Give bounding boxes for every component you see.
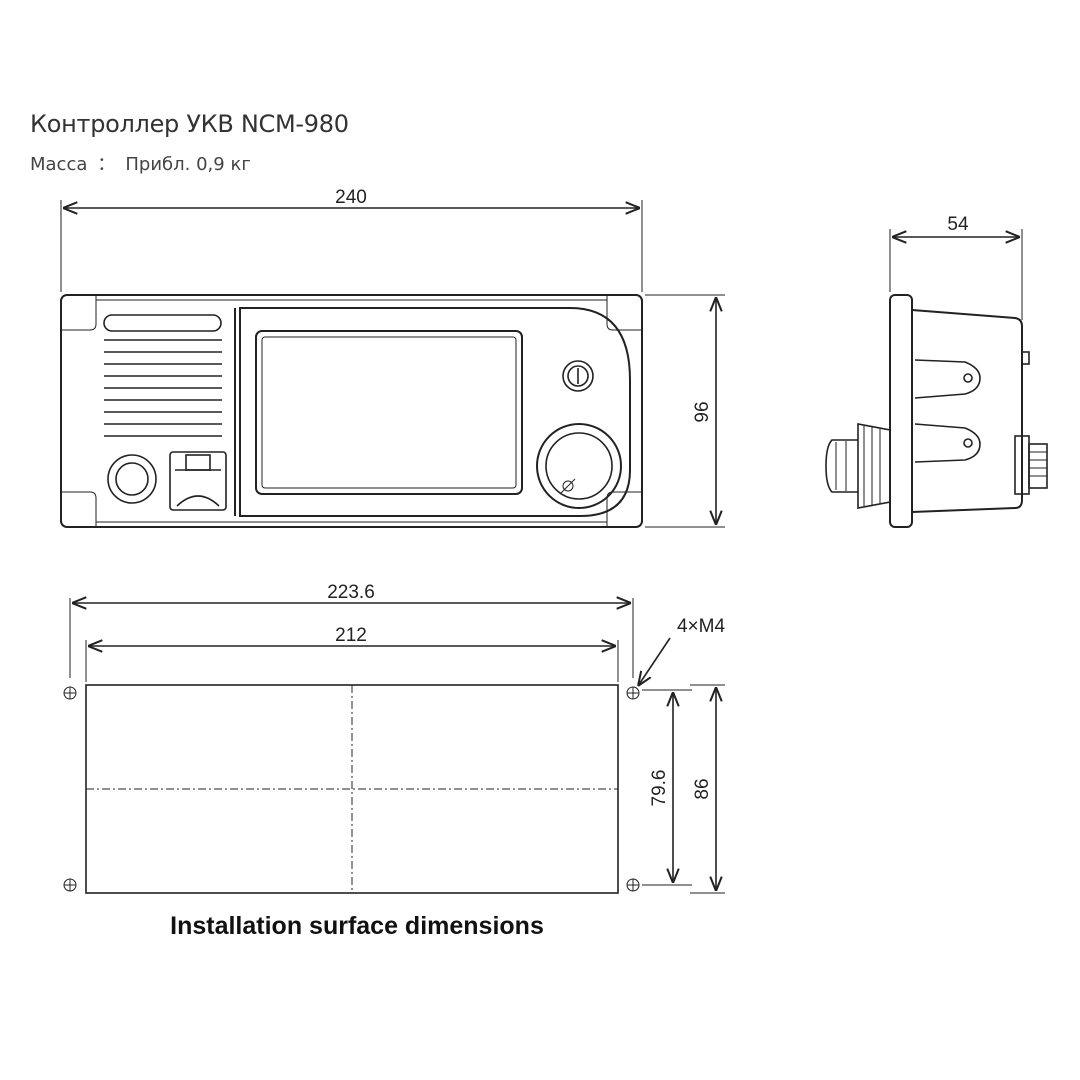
installation-caption: Installation surface dimensions — [170, 912, 544, 940]
mass-line: Масса ： Прибл. 0,9 кг — [30, 150, 251, 176]
dim-mount-outer-height: 86 — [692, 778, 713, 799]
front-view: 240 96 — [60, 187, 725, 528]
speaker-grille — [104, 339, 222, 437]
upper-bracket — [914, 359, 981, 399]
screw-hole — [626, 878, 640, 892]
power-button — [562, 360, 594, 392]
screw-hole — [63, 878, 77, 892]
dim-front-height: 96 — [692, 401, 713, 422]
audio-jack — [107, 454, 157, 504]
dim-mount-inner-height: 79.6 — [649, 770, 670, 807]
front-bezel — [60, 294, 643, 528]
screw-leader — [638, 637, 671, 686]
speaker-slot — [103, 314, 222, 332]
lower-bracket — [914, 423, 981, 463]
rotary-knob — [536, 423, 622, 509]
knob-cap — [825, 439, 858, 493]
side-view: 54 — [825, 214, 1048, 528]
dim-mount-inner-width: 212 — [335, 625, 367, 646]
mass-separator: ： — [97, 154, 116, 175]
knob-profile — [857, 423, 891, 509]
screw-hole — [63, 686, 77, 700]
dim-side-depth: 54 — [947, 214, 969, 235]
display-screen — [255, 330, 523, 495]
mass-label: Масса — [30, 154, 88, 175]
side-bezel — [889, 294, 913, 528]
side-housing — [911, 309, 1023, 513]
display-panel — [239, 307, 631, 517]
installation-surface-view: 223.6 212 4×M4 79.6 86 — [63, 582, 725, 940]
page-title: Контроллер УКВ NCM-980 — [30, 110, 349, 138]
screw-hole — [626, 686, 640, 700]
dim-mount-outer-width: 223.6 — [327, 582, 375, 603]
card-slot — [169, 451, 227, 511]
mass-value: Прибл. 0,9 кг — [125, 154, 251, 175]
screw-spec: 4×M4 — [677, 616, 725, 637]
dim-front-width: 240 — [335, 187, 367, 208]
